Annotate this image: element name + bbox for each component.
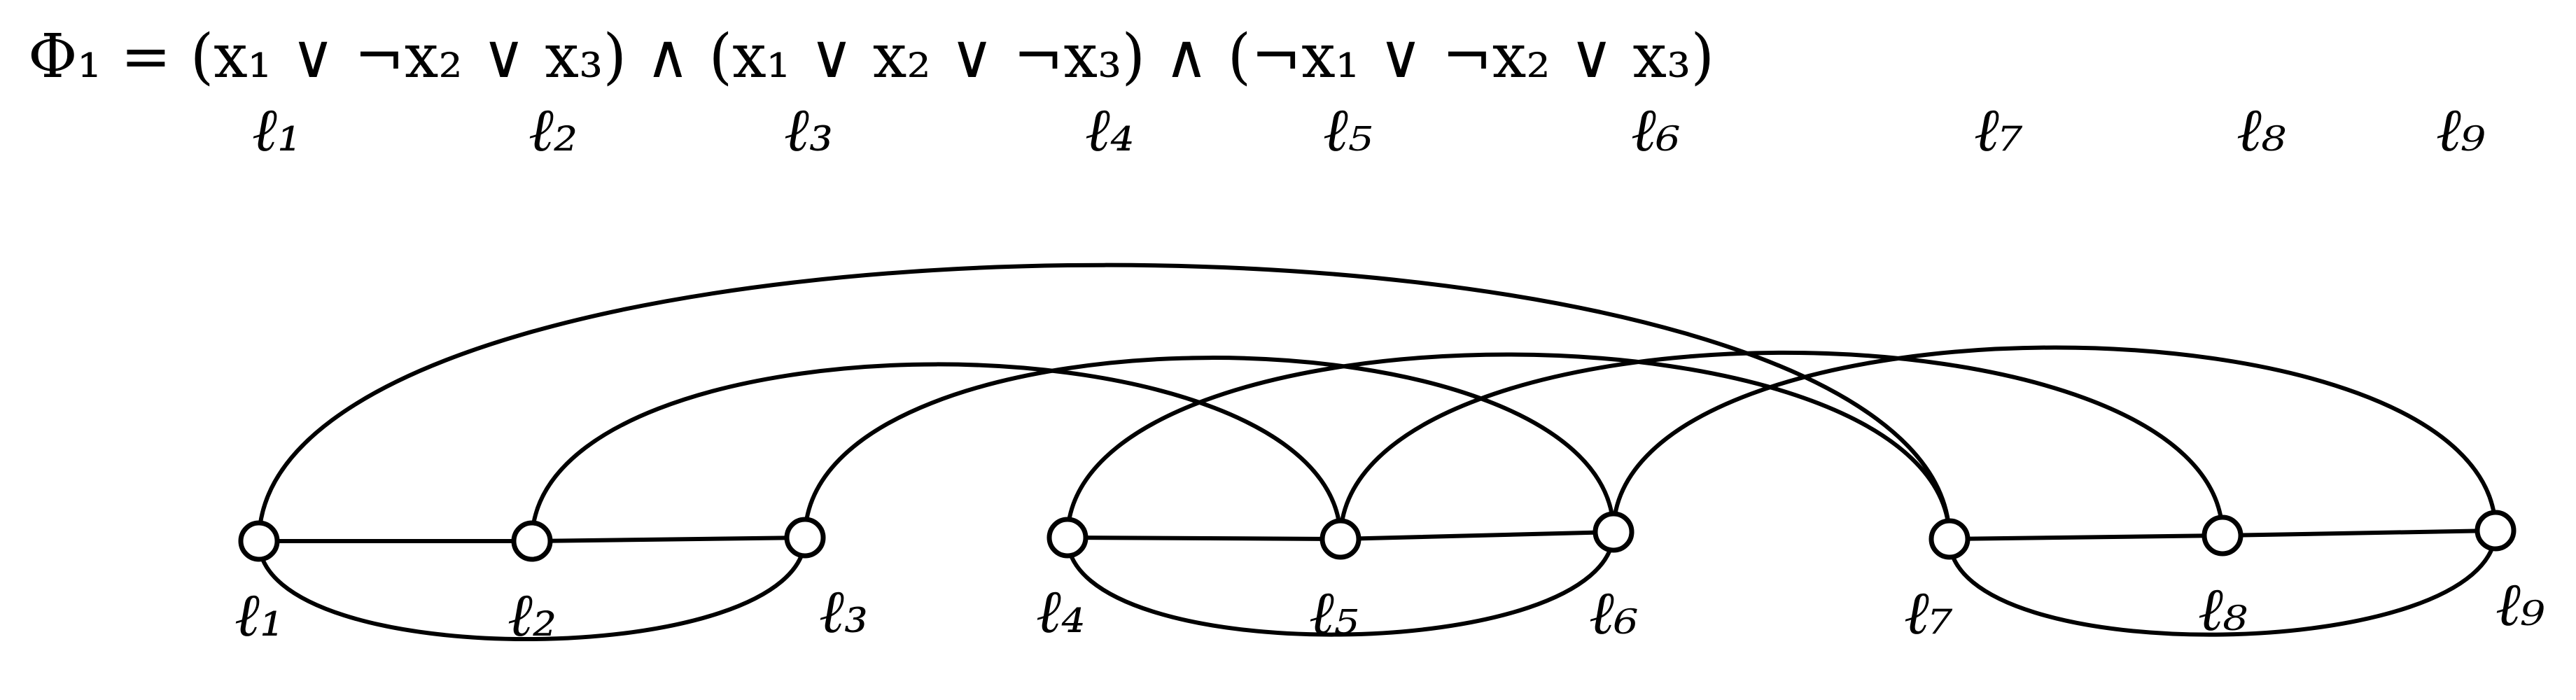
formula-literal-label: ℓ₂ <box>528 95 578 165</box>
graph-edge <box>257 536 807 641</box>
formula-literal-label: ℓ₈ <box>2236 95 2286 165</box>
formula-literal-label: ℓ₆ <box>1631 95 1680 165</box>
graph-node <box>1320 518 1362 560</box>
graph-node-label: ℓ₃ <box>819 577 868 647</box>
formula-literal-label: ℓ₃ <box>784 95 833 165</box>
graph-node-labels: ℓ₁ ℓ₂ ℓ₃ ℓ₄ ℓ₅ ℓ₆ ℓ₇ ℓ₈ ℓ₉ <box>234 570 2545 650</box>
graph-edge <box>1947 528 2498 637</box>
formula-literal-labels: ℓ₁ ℓ₂ ℓ₃ ℓ₄ ℓ₅ ℓ₆ ℓ₇ ℓ₈ ℓ₉ <box>252 95 2486 165</box>
graph-node <box>1046 517 1088 559</box>
formula-literal-label: ℓ₇ <box>1974 95 2023 165</box>
formula-literal-label: ℓ₅ <box>1323 95 1372 165</box>
graph-node-label: ℓ₈ <box>2198 575 2248 645</box>
graph-node <box>784 517 826 559</box>
graph-edge <box>530 536 807 543</box>
formula-literal-label: ℓ₁ <box>252 95 301 165</box>
graph-node-label: ℓ₅ <box>1309 578 1358 648</box>
graph-node-label: ℓ₄ <box>1036 577 1085 647</box>
formula-literal-label: ℓ₄ <box>1085 95 1134 165</box>
graph-node-label: ℓ₇ <box>1904 578 1953 648</box>
graph-edge <box>1065 536 1343 541</box>
graph-edge <box>1338 530 1616 541</box>
graph-edge <box>257 262 1952 543</box>
graph-edge <box>2220 528 2498 538</box>
graph-node <box>1592 511 1634 553</box>
graph-node <box>2474 510 2516 552</box>
graph-edge <box>1338 350 2225 541</box>
graph-node-label: ℓ₁ <box>234 580 284 650</box>
graph-edge <box>530 362 1343 543</box>
formula: Φ₁ = (x₁ ∨ ¬x₂ ∨ x₃) ∧ (x₁ ∨ x₂ ∨ ¬x₃) ∧… <box>28 22 1714 92</box>
graph-edge <box>1065 352 1952 541</box>
graph-edge <box>803 356 1616 540</box>
graph-node-label: ℓ₂ <box>507 580 556 650</box>
graph-nodes <box>238 510 2516 562</box>
graph-node-label: ℓ₆ <box>1589 578 1638 648</box>
graph-node <box>511 520 553 562</box>
formula-literal-label: ℓ₉ <box>2436 95 2486 165</box>
graph-edge <box>1611 345 2498 534</box>
graph-node-label: ℓ₉ <box>2496 570 2545 640</box>
graph-node <box>2202 514 2244 556</box>
graph-edges <box>257 262 2498 641</box>
graph-node <box>1928 518 1970 560</box>
graph-node <box>238 520 280 562</box>
graph-edge <box>1947 533 2225 541</box>
graph-edge <box>1065 530 1616 637</box>
